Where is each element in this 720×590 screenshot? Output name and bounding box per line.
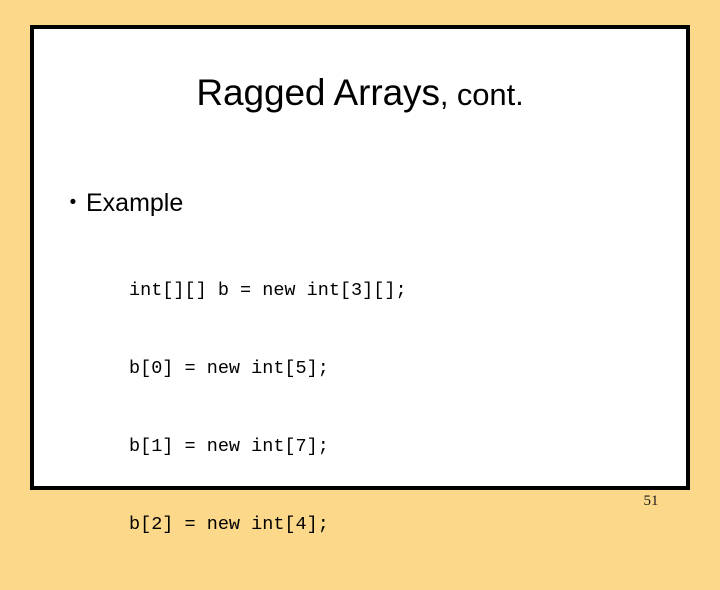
- bullet-dot-icon: •: [69, 192, 77, 213]
- slide-body: • Example int[][] b = new int[3][]; b[0]…: [60, 189, 666, 590]
- list-item: • Example: [60, 189, 666, 217]
- code-line: b[1] = new int[7];: [129, 436, 329, 457]
- page-number: 51: [643, 493, 659, 509]
- code-line: b[2] = new int[4];: [129, 514, 329, 535]
- page-title-suffix: , cont.: [439, 77, 524, 112]
- code-line: int[][] b = new int[3][];: [129, 280, 407, 301]
- page-title-main: Ragged Arrays: [196, 72, 440, 113]
- list-item-label: Example: [86, 189, 184, 217]
- slide-root: Ragged Arrays, cont. • Example int[][] b…: [30, 25, 690, 535]
- slide-content-frame: Ragged Arrays, cont. • Example int[][] b…: [30, 25, 690, 535]
- code-line: b[0] = new int[5];: [129, 358, 329, 379]
- page-title: Ragged Arrays, cont.: [34, 72, 686, 114]
- code-block: int[][] b = new int[3][]; b[0] = new int…: [129, 226, 666, 590]
